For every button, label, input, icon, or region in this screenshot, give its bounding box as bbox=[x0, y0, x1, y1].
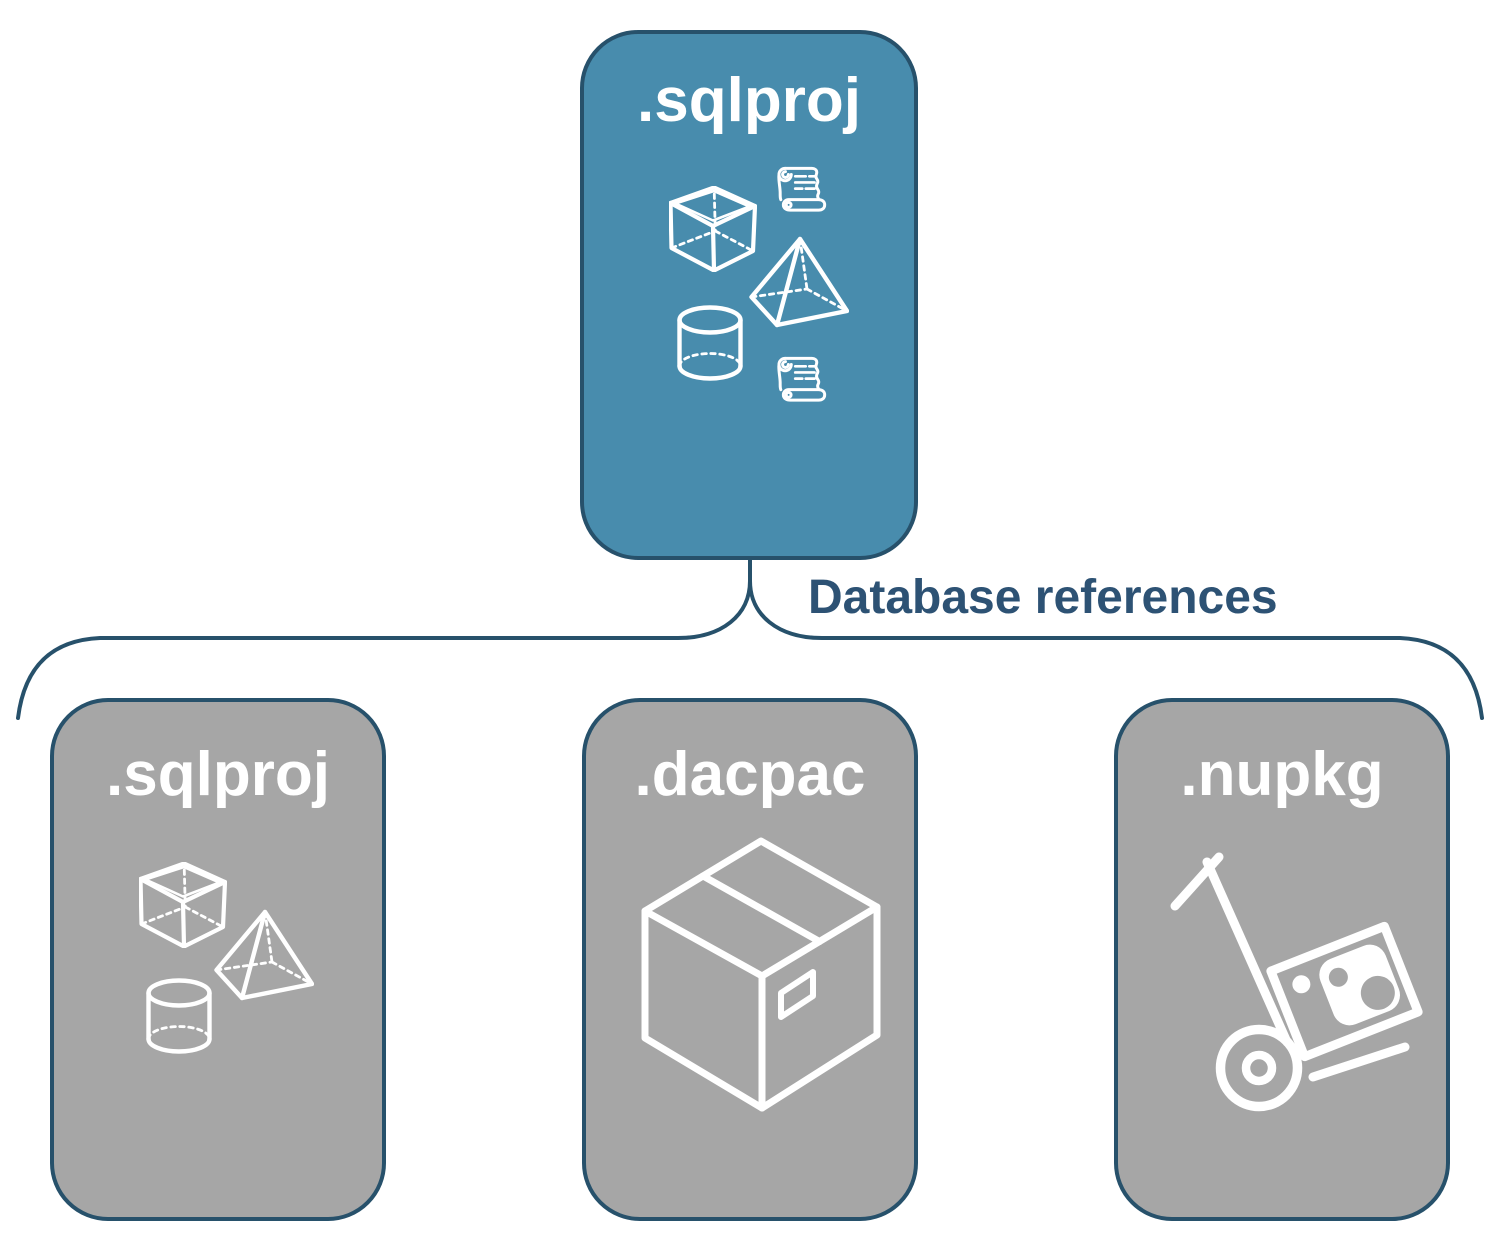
child-node-title: .sqlproj bbox=[106, 740, 330, 809]
cylinder-icon bbox=[677, 304, 743, 382]
connector-label: Database references bbox=[808, 571, 1278, 624]
child-node-title: .nupkg bbox=[1180, 740, 1384, 809]
pyramid-icon bbox=[214, 907, 314, 1001]
connector-left-arm bbox=[16, 579, 752, 720]
cube-icon bbox=[669, 186, 757, 272]
scroll-icon bbox=[777, 356, 827, 402]
connector-brace bbox=[16, 556, 1484, 720]
pyramid-icon bbox=[749, 234, 849, 328]
scroll-icon bbox=[777, 166, 827, 212]
cylinder-icon bbox=[146, 977, 212, 1055]
node-child-dacpac: .dacpac bbox=[582, 698, 918, 1221]
connector-right-arm bbox=[748, 579, 1484, 720]
node-child-sqlproj: .sqlproj bbox=[50, 698, 386, 1221]
package-box-icon bbox=[639, 837, 883, 1112]
hand-truck-icon bbox=[1168, 849, 1428, 1115]
node-root-sqlproj: .sqlproj bbox=[580, 30, 918, 560]
child-node-title: .dacpac bbox=[634, 740, 866, 809]
root-node-title: .sqlproj bbox=[637, 66, 861, 135]
node-child-nupkg: .nupkg bbox=[1114, 698, 1450, 1221]
